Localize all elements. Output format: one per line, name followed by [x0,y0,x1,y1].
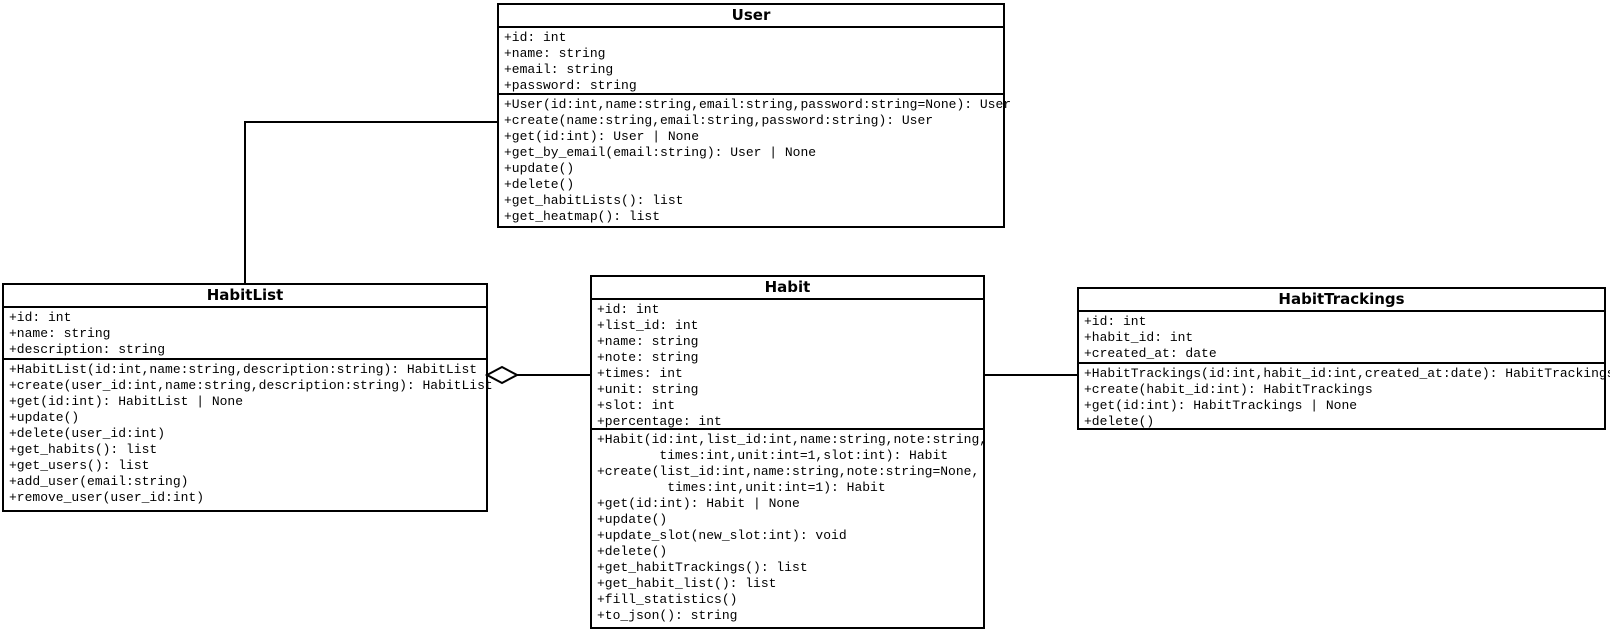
method-row: +HabitList(id:int,name:string,descriptio… [9,362,478,377]
class-habit-attributes-section: +id: int+list_id: int+name: string+note:… [592,300,983,430]
method-row: +add_user(email:string) [9,474,189,489]
attribute-row: +list_id: int [597,318,699,333]
method-row: +to_json(): string [597,608,738,623]
attribute-row: +name: string [504,46,606,61]
class-habitlist-title: HabitList [4,285,486,308]
method-row: +HabitTrackings(id:int,habit_id:int,crea… [1084,366,1610,381]
habitlist-habit-connector [514,374,590,376]
method-row: +get_habitTrackings(): list [597,560,808,575]
method-row: +get_heatmap(): list [504,209,661,224]
aggregation-diamond-icon [485,365,519,385]
class-habittrackings-attributes-section: +id: int+habit_id: int+created_at: date [1079,312,1604,364]
method-row: +delete() [1084,414,1155,429]
habit-habittrackings-connector [983,374,1077,376]
attribute-row: +id: int [1084,314,1147,329]
class-habit-title: Habit [592,277,983,300]
attribute-row: +unit: string [597,382,699,397]
attribute-row: +email: string [504,62,614,77]
class-habittrackings-title: HabitTrackings [1079,289,1604,312]
class-habit: Habit +id: int+list_id: int+name: string… [590,275,988,629]
method-row: +get_habits(): list [9,442,158,457]
method-row: +create(habit_id:int): HabitTrackings [1084,382,1373,397]
method-row: times:int,unit:int=1,slot:int): Habit [597,448,949,463]
attribute-row: +note: string [597,350,699,365]
method-row: times:int,unit:int=1): Habit [597,480,886,495]
method-row: +create(list_id:int,name:string,note:str… [597,464,980,479]
method-row: +create(user_id:int,name:string,descript… [9,378,493,393]
method-row: +get_habit_list(): list [597,576,777,591]
attribute-row: +percentage: int [597,414,722,429]
class-habitlist-attributes-section: +id: int+name: string+description: strin… [4,308,486,360]
class-habittrackings: HabitTrackings +id: int+habit_id: int+cr… [1077,287,1610,432]
class-habitlist: HabitList +id: int+name: string+descript… [2,283,493,512]
method-row: +get(id:int): Habit | None [597,496,800,511]
class-habittrackings-methods-section: +HabitTrackings(id:int,habit_id:int,crea… [1079,364,1610,432]
class-habitlist-methods-section: +HabitList(id:int,name:string,descriptio… [4,360,493,510]
method-row: +fill_statistics() [597,592,738,607]
user-habitlist-connector-vertical [244,121,246,285]
method-row: +delete(user_id:int) [9,426,166,441]
user-habitlist-connector-horizontal [244,121,497,123]
class-user: User +id: int+name: string+email: string… [497,3,1012,228]
attribute-row: +created_at: date [1084,346,1217,361]
method-row: +get_users(): list [9,458,150,473]
method-row: +get(id:int): HabitTrackings | None [1084,398,1358,413]
method-row: +Habit(id:int,list_id:int,name:string,no… [597,432,988,447]
attribute-row: +password: string [504,78,637,93]
method-row: +User(id:int,name:string,email:string,pa… [504,97,1012,112]
method-row: +get(id:int): User | None [504,129,700,144]
attribute-row: +habit_id: int [1084,330,1194,345]
method-row: +create(name:string,email:string,passwor… [504,113,934,128]
class-user-attributes-section: +id: int+name: string+email: string+pass… [499,28,1003,95]
method-row: +get_habitLists(): list [504,193,684,208]
attribute-row: +id: int [504,30,567,45]
class-user-title: User [499,5,1003,28]
class-habit-methods-section: +Habit(id:int,list_id:int,name:string,no… [592,430,988,627]
method-row: +delete() [597,544,668,559]
class-user-methods-section: +User(id:int,name:string,email:string,pa… [499,95,1012,227]
attribute-row: +slot: int [597,398,676,413]
method-row: +delete() [504,177,575,192]
method-row: +get_by_email(email:string): User | None [504,145,817,160]
method-row: +update() [504,161,575,176]
method-row: +update() [9,410,80,425]
attribute-row: +times: int [597,366,683,381]
attribute-row: +id: int [9,310,72,325]
attribute-row: +name: string [9,326,111,341]
attribute-row: +name: string [597,334,699,349]
method-row: +update_slot(new_slot:int): void [597,528,847,543]
attribute-row: +id: int [597,302,660,317]
method-row: +remove_user(user_id:int) [9,490,205,505]
method-row: +get(id:int): HabitList | None [9,394,244,409]
method-row: +update() [597,512,668,527]
attribute-row: +description: string [9,342,166,357]
